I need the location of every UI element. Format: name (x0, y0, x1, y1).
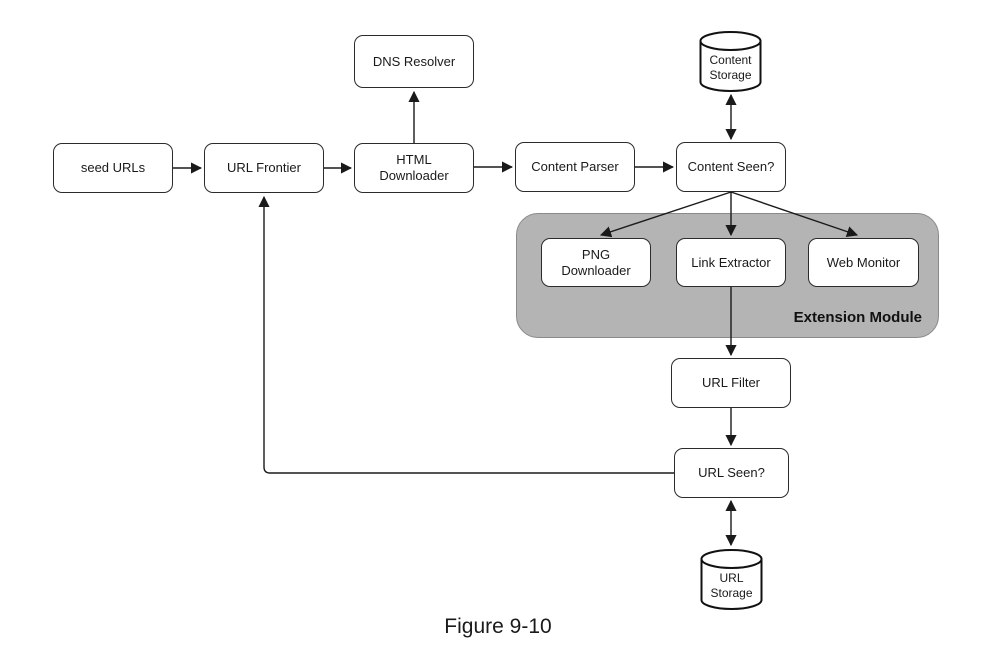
node-content-parser-label: Content Parser (531, 159, 619, 174)
node-web-monitor-label: Web Monitor (826, 254, 901, 270)
database-cylinder-icon (700, 549, 763, 610)
node-url-frontier-label: URL Frontier (227, 160, 301, 175)
node-link-extractor: Link Extractor (676, 238, 786, 287)
node-url-frontier: URL Frontier (204, 143, 324, 193)
edge-content-seen-to-png-downloader (599, 191, 732, 238)
node-web-monitor: Web Monitor (808, 238, 919, 287)
node-link-extractor-label: Link Extractor (691, 254, 771, 270)
node-url-seen-label: URL Seen? (698, 465, 765, 480)
url-storage-cylinder: URL Storage (700, 548, 763, 611)
node-url-filter-label: URL Filter (701, 375, 761, 390)
node-html-downloader: HTML Downloader (354, 143, 474, 193)
node-seed-urls: seed URLs (53, 143, 173, 193)
figure-caption: Figure 9-10 (444, 615, 552, 638)
node-url-filter: URL Filter (671, 358, 791, 408)
url-storage-label: URL Storage (710, 571, 753, 600)
node-png-downloader-label: PNG Downloader (561, 246, 631, 278)
node-dns-resolver-label: DNS Resolver (372, 53, 456, 69)
edge-url-seen-to-url-frontier-loop (258, 195, 674, 474)
node-png-downloader: PNG Downloader (541, 238, 651, 287)
node-html-downloader-label: HTML Downloader (379, 152, 449, 183)
node-seed-urls-label: seed URLs (80, 160, 146, 175)
content-storage-cylinder: Content Storage (699, 30, 762, 93)
node-content-seen-label: Content Seen? (687, 159, 775, 174)
node-content-parser: Content Parser (515, 142, 635, 192)
node-content-seen: Content Seen? (676, 142, 786, 192)
edge-content-seen-to-web-monitor (730, 191, 859, 238)
content-storage-label: Content Storage (709, 53, 752, 82)
extension-module-label: Extension Module (793, 309, 922, 326)
node-dns-resolver: DNS Resolver (354, 35, 474, 88)
node-url-seen: URL Seen? (674, 448, 789, 498)
database-cylinder-icon (699, 31, 762, 92)
